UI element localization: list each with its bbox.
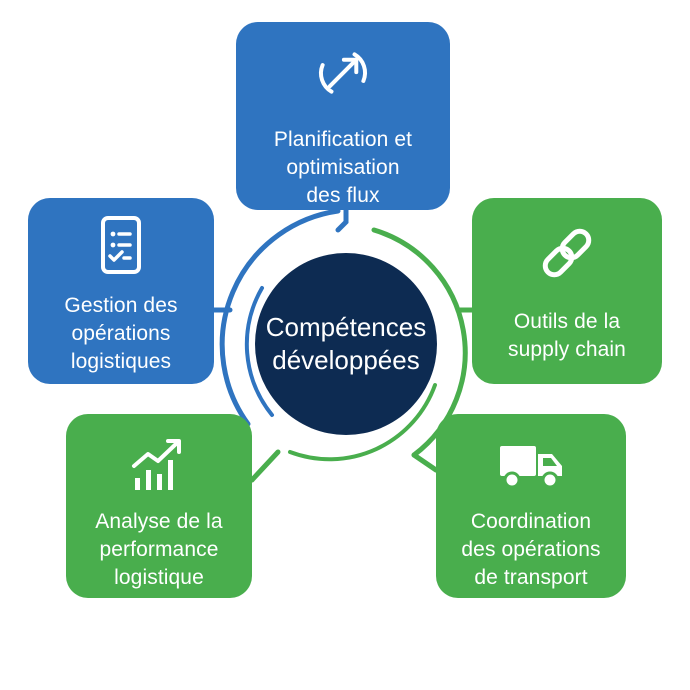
delivery-truck-icon <box>500 446 562 489</box>
chain-link-icon <box>542 228 592 278</box>
card-outils: Outils de la supply chain <box>472 198 662 384</box>
card-analyse: Analyse de la performance logistique <box>66 414 252 598</box>
planning-connector <box>335 207 349 233</box>
card-transport-label: Coordination des opérations de transport <box>461 510 601 589</box>
analyse-connector <box>249 449 281 483</box>
center-hub: Compétences développées <box>255 253 437 435</box>
card-planning-label: Planification et optimisation des flux <box>273 128 413 207</box>
card-gestion: Gestion des opérations logistiques <box>28 198 214 384</box>
center-hub-label: Compétences développées <box>265 312 427 375</box>
circular-arrows-icon <box>318 52 368 94</box>
bar-chart-trend-icon <box>132 439 181 490</box>
card-transport: Coordination des opérations de transport <box>436 414 626 598</box>
blue-inner-arc <box>244 286 274 417</box>
transport-connector <box>411 452 439 473</box>
card-outils-label: Outils de la supply chain <box>508 310 626 361</box>
checklist-clipboard-icon <box>101 216 141 274</box>
green-inner-arc <box>288 383 437 462</box>
blue-ring-arc <box>219 208 341 427</box>
card-planning: Planification et optimisation des flux <box>236 22 450 210</box>
card-analyse-label: Analyse de la performance logistique <box>95 510 223 589</box>
card-gestion-label: Gestion des opérations logistiques <box>64 294 178 373</box>
